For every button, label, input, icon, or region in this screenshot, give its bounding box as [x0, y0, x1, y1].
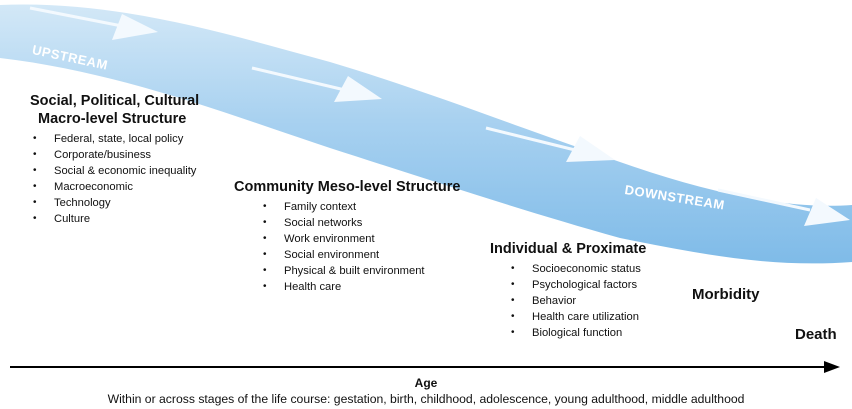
list-item: Social networks: [260, 215, 460, 231]
list-item: Culture: [30, 211, 199, 227]
list-item: Corporate/business: [30, 147, 199, 163]
flow-arrow-2: [251, 66, 382, 102]
list-item: Health care utilization: [508, 309, 646, 325]
list-item: Health care: [260, 279, 460, 295]
age-axis: [10, 361, 840, 373]
macro-list: Federal, state, local policy Corporate/b…: [30, 131, 199, 227]
list-item: Social & economic inequality: [30, 163, 199, 179]
list-item: Physical & built environment: [260, 263, 460, 279]
individual-list: Socioeconomic status Psychological facto…: [508, 261, 646, 341]
flow-arrow-1: [29, 6, 158, 40]
list-item: Federal, state, local policy: [30, 131, 199, 147]
age-axis-label: Age: [414, 376, 438, 390]
flow-arrow-3: [485, 126, 615, 162]
meso-list: Family context Social networks Work envi…: [260, 199, 460, 295]
morbidity-label: Morbidity: [692, 286, 760, 303]
list-item: Socioeconomic status: [508, 261, 646, 277]
death-label: Death: [795, 326, 837, 343]
flow-arrow-4: [717, 188, 850, 226]
list-item: Psychological factors: [508, 277, 646, 293]
list-item: Behavior: [508, 293, 646, 309]
individual-title: Individual & Proximate: [490, 241, 647, 257]
list-item: Social environment: [260, 247, 460, 263]
list-item: Work environment: [260, 231, 460, 247]
meso-level-section: Community Meso-level Structure Family co…: [234, 178, 460, 295]
macro-level-section: Social, Political, Cultural Macro-level …: [30, 92, 199, 227]
meso-title: Community Meso-level Structure: [234, 179, 461, 195]
individual-section: Individual & Proximate Socioeconomic sta…: [490, 240, 646, 341]
list-item: Family context: [260, 199, 460, 215]
list-item: Macroeconomic: [30, 179, 199, 195]
list-item: Biological function: [508, 325, 646, 341]
macro-title-line2: Macro-level Structure: [38, 111, 187, 127]
list-item: Technology: [30, 195, 199, 211]
macro-title-line1: Social, Political, Cultural: [30, 93, 200, 109]
river-band: [0, 4, 852, 264]
life-course-caption: Within or across stages of the life cour…: [107, 392, 745, 406]
